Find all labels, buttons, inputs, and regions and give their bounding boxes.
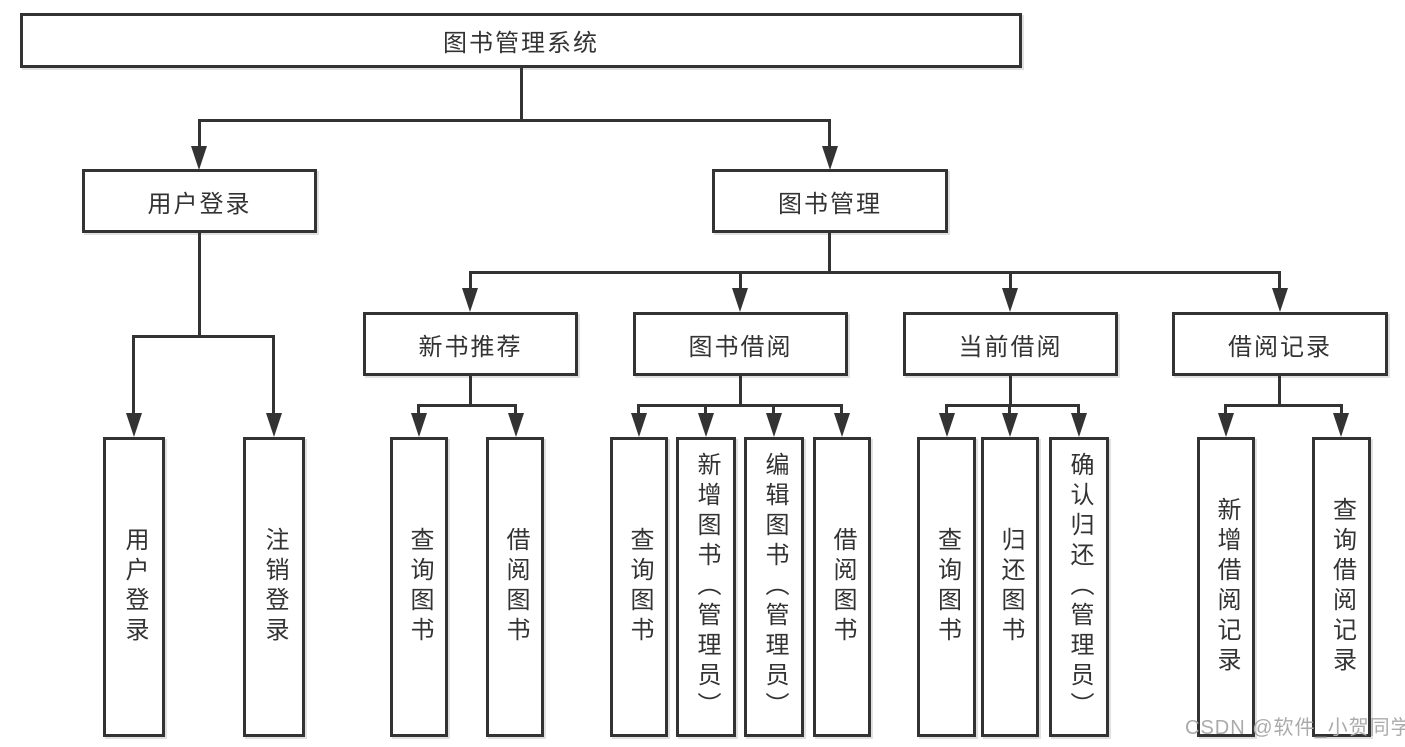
- leaf-return-book: 归还图书: [981, 437, 1039, 737]
- connector-group-bar: [945, 404, 1080, 407]
- leaf-query-books-recommend: 查询图书: [390, 437, 448, 737]
- connector-user-login-drop: [198, 119, 201, 147]
- connector-group-bar: [637, 404, 843, 407]
- connector-level3-drop: [739, 271, 742, 289]
- node-borrow-records: 借阅记录: [1172, 312, 1388, 376]
- arrowhead-down-icon: [1002, 288, 1018, 312]
- connector-leaf-drop: [1340, 404, 1343, 416]
- arrowhead-down-icon: [834, 413, 850, 437]
- arrowhead-down-icon: [1002, 413, 1018, 437]
- connector-group-stem: [1009, 376, 1012, 407]
- arrowhead-down-icon: [126, 413, 142, 437]
- connector-level1-bar: [198, 119, 831, 122]
- arrowhead-down-icon: [732, 288, 748, 312]
- arrowhead-down-icon: [1218, 413, 1234, 437]
- connector-group-bar: [1224, 404, 1342, 407]
- connector-leaf-drop: [772, 404, 775, 416]
- leaf-user-login: 用户登录: [103, 437, 165, 737]
- arrowhead-down-icon: [631, 413, 647, 437]
- connector-group-stem: [739, 376, 742, 407]
- connector-book-mgmt-stem: [828, 233, 831, 273]
- connector-level3-drop: [469, 271, 472, 289]
- arrowhead-down-icon: [1333, 413, 1349, 437]
- node-library-management-system: 图书管理系统: [20, 13, 1022, 68]
- connector-group-stem: [1278, 376, 1281, 407]
- connector-book-mgmt-drop: [828, 119, 831, 147]
- leaf-logout: 注销登录: [243, 437, 305, 737]
- connector-leaf-drop: [1224, 404, 1227, 416]
- connector-group-bar: [417, 404, 517, 407]
- leaf-query-borrow-record: 查询借阅记录: [1312, 437, 1371, 737]
- leaf-borrow-books-recommend: 借阅图书: [486, 437, 544, 737]
- leaf-borrow-books-borrowing: 借阅图书: [813, 437, 871, 737]
- connector-leaf-drop: [637, 404, 640, 416]
- connector-level3-drop: [1009, 271, 1012, 289]
- connector-leaf-drop: [1077, 404, 1080, 416]
- connector-leaf-drop: [840, 404, 843, 416]
- watermark: CSDN @软件_小贺同学: [1185, 717, 1405, 739]
- node-book-management: 图书管理: [712, 169, 948, 233]
- arrowhead-down-icon: [939, 413, 955, 437]
- leaf-add-borrow-record: 新增借阅记录: [1197, 437, 1255, 737]
- leaf-query-books-borrowing: 查询图书: [610, 437, 668, 737]
- connector-leaf-drop: [1008, 404, 1011, 416]
- connector-leaf-drop: [704, 404, 707, 416]
- arrowhead-down-icon: [698, 413, 714, 437]
- node-new-book-recommend: 新书推荐: [363, 312, 578, 376]
- arrowhead-down-icon: [411, 413, 427, 437]
- connector-user-login-stem: [198, 233, 201, 336]
- arrowhead-down-icon: [1071, 413, 1087, 437]
- leaf-query-books-current: 查询图书: [917, 437, 976, 737]
- arrowhead-down-icon: [266, 413, 282, 437]
- leaf-edit-book-admin: 编辑图书（管理员）: [744, 437, 804, 737]
- arrowhead-down-icon: [822, 146, 838, 170]
- arrowhead-down-icon: [462, 288, 478, 312]
- connector-level3-drop: [1278, 271, 1281, 289]
- arrowhead-down-icon: [191, 146, 207, 170]
- connector-leaf-drop: [132, 335, 135, 415]
- node-current-borrowing: 当前借阅: [903, 312, 1118, 376]
- arrowhead-down-icon: [508, 413, 524, 437]
- node-book-borrowing: 图书借阅: [633, 312, 848, 376]
- connector-root-stem: [520, 67, 523, 119]
- connector-leaf-drop: [514, 404, 517, 416]
- connector-leaf-drop: [945, 404, 948, 416]
- arrowhead-down-icon: [766, 413, 782, 437]
- connector-user-login-bar: [132, 335, 275, 338]
- leaf-confirm-return-admin: 确认归还（管理员）: [1049, 437, 1109, 737]
- arrowhead-down-icon: [1272, 288, 1288, 312]
- connector-group-stem: [469, 376, 472, 407]
- connector-leaf-drop: [417, 404, 420, 416]
- leaf-add-book-admin: 新增图书（管理员）: [676, 437, 736, 737]
- connector-level3-bar: [469, 271, 1281, 274]
- connector-leaf-drop: [272, 335, 275, 415]
- node-user-login: 用户登录: [82, 169, 317, 233]
